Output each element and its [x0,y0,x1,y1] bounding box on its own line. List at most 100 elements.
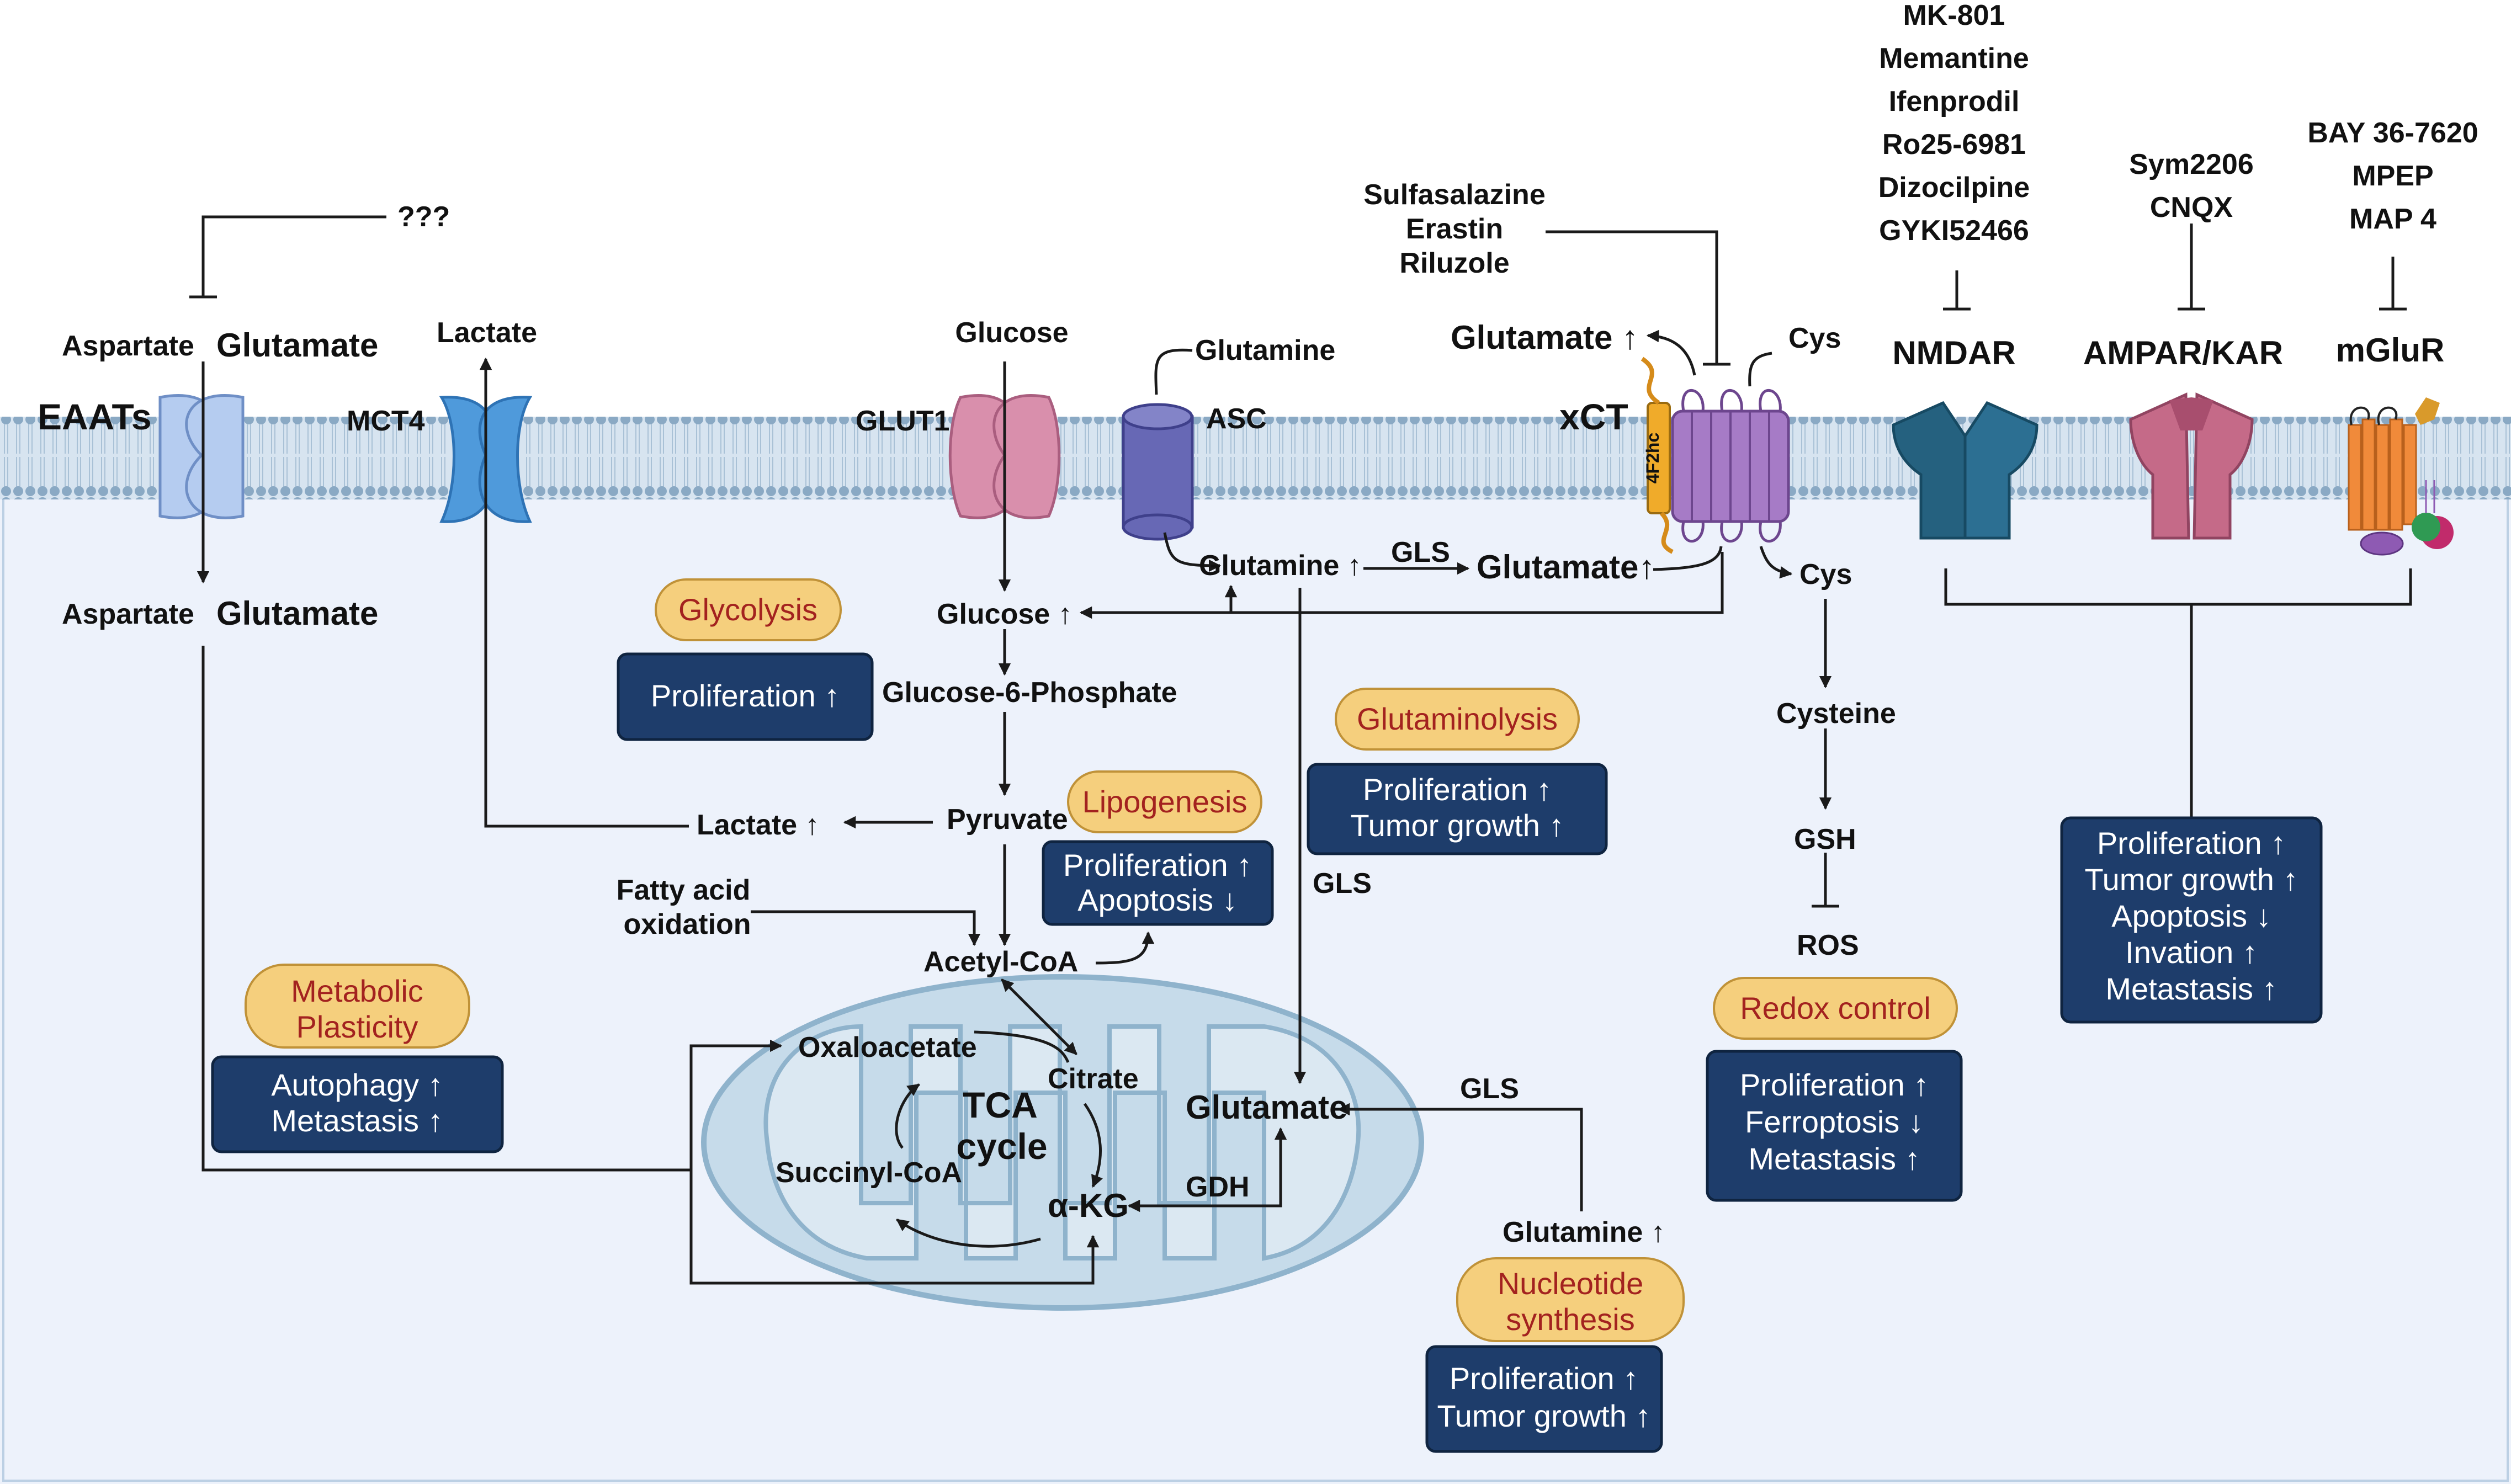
effects-redox-control: Proliferation ↑ Ferroptosis ↓ Metastasis… [1706,1050,1963,1202]
mito-glutamate: Glutamate [1186,1089,1347,1126]
ext-glutamate-up: Glutamate ↑ [1451,319,1638,356]
ext-glucose: Glucose [955,317,1068,349]
int-glutamine-up: Glutamine ↑ [1199,550,1362,582]
fatty-acid-line1: Fatty acid [617,874,751,906]
int-glutamate-up: Glutamate↑ [1477,549,1655,586]
ampar-kar-receptor [2129,392,2254,540]
mglur-inhibitor: MPEP [2352,160,2433,192]
mitochondrion [701,974,1424,1311]
nucleotide-label-line1: Nucleotide [1498,1266,1644,1301]
nmdar-inhibitor: Dizocilpine [1878,172,2030,204]
process-metabolic-plasticity: Metabolic Plasticity [245,964,470,1049]
int-g6p: Glucose-6-Phosphate [882,677,1177,709]
effect-line: Proliferation ↑ [651,678,840,713]
effect-line: Proliferation ↑ [1363,772,1552,807]
tca-oxaloacetate: Oxaloacetate [798,1031,977,1063]
nmdar-receptor [1892,401,2038,540]
effect-line: Proliferation ↑ [1740,1067,1929,1102]
gls-label-top: GLS [1391,536,1450,568]
effects-glycolysis: Proliferation ↑ [617,652,874,741]
int-glutamine-low: Glutamine ↑ [1503,1216,1665,1248]
lipogenesis-label: Lipogenesis [1082,784,1247,819]
effect-line: Tumor growth ↑ [1351,808,1564,843]
nmdar-inhibitor: Ifenprodil [1889,86,2020,118]
effect-line: Metastasis ↑ [1748,1141,1920,1176]
nmdar-label: NMDAR [1892,334,2015,371]
effects-lipogenesis: Proliferation ↑ Apoptosis ↓ [1042,840,1274,926]
process-nucleotide-synthesis: Nucleotide synthesis [1456,1257,1685,1342]
mglur-label: mGluR [2336,332,2445,369]
effects-metabolic-plasticity: Autophagy ↑ Metastasis ↑ [211,1055,504,1153]
effect-line: Metastasis ↑ [271,1103,443,1138]
process-glycolysis: Glycolysis [655,578,842,641]
effect-line: Apoptosis ↓ [1077,882,1238,917]
glutaminolysis-label: Glutaminolysis [1357,701,1558,736]
effect-line: Ferroptosis ↓ [1745,1104,1924,1139]
effect-line: Tumor growth ↑ [2085,862,2298,897]
gls-label-mid: GLS [1313,868,1372,900]
glycolysis-label: Glycolysis [678,592,817,627]
int-acetyl-coa: Acetyl-CoA [923,946,1078,978]
nmdar-inhibitor: GYKI52466 [1879,215,2029,247]
metabolic-label-line1: Metabolic [291,974,423,1008]
effects-glutaminolysis: Proliferation ↑ Tumor growth ↑ [1307,763,1608,855]
fatty-acid-line2: oxidation [623,908,751,940]
effect-line: Proliferation ↑ [2097,826,2286,860]
ext-aspartate: Aspartate [62,330,194,362]
ampar-inhibitor: Sym2206 [2129,148,2254,180]
effect-line: Apoptosis ↓ [2111,898,2271,933]
effect-line: Proliferation ↑ [1063,848,1252,882]
nucleotide-label-line2: synthesis [1506,1302,1634,1337]
ext-cys: Cys [1788,322,1841,354]
int-glucose-up: Glucose ↑ [937,598,1073,630]
unknown-inhibitor: ??? [397,201,450,233]
asc-label: ASC [1206,403,1267,435]
tca-citrate: Citrate [1048,1063,1139,1095]
int-ros: ROS [1797,929,1859,961]
xct-label: xCT [1559,396,1628,437]
effect-line: Proliferation ↑ [1450,1361,1638,1396]
xct-inhibitor: Riluzole [1399,247,1509,279]
int-glutamate: Glutamate [216,595,378,632]
int-cys: Cys [1799,559,1852,591]
xct-inhibitor: Sulfasalazine [1363,179,1545,211]
ext-glutamate: Glutamate [216,327,378,364]
ampar-label: AMPAR/KAR [2083,334,2283,371]
effect-line: Invation ↑ [2125,935,2258,970]
int-aspartate: Aspartate [62,598,194,630]
ext-glutamine: Glutamine [1195,334,1335,366]
int-gsh: GSH [1794,823,1856,855]
eaats-transporter [158,394,245,519]
metabolic-label-line2: Plasticity [296,1009,418,1044]
gls-label-low: GLS [1460,1073,1519,1105]
effect-line: Tumor growth ↑ [1437,1398,1651,1433]
process-glutaminolysis: Glutaminolysis [1335,688,1580,751]
gdh-label: GDH [1186,1171,1250,1203]
int-lactate-up: Lactate ↑ [697,809,820,841]
mglur-inhibitor: BAY 36-7620 [2307,117,2478,149]
nmdar-inhibitor: Ro25-6981 [1882,129,2026,161]
process-redox-control: Redox control [1713,977,1958,1040]
nmdar-inhibitor: MK-801 [1903,0,2005,31]
redox-label: Redox control [1740,991,1931,1025]
xct-4f2hc-label: 4F2hc [1643,433,1663,483]
int-pyruvate: Pyruvate [947,804,1068,836]
nmdar-inhibitor: Memantine [1879,42,2029,75]
xct-transporter [1641,357,1790,554]
tca-akg: α-KG [1048,1187,1129,1224]
process-lipogenesis: Lipogenesis [1067,770,1262,833]
glut1-label: GLUT1 [856,405,949,437]
tca-succinyl-coa: Succinyl-CoA [776,1157,962,1189]
tca-cycle-line1: TCA [963,1084,1038,1125]
ext-lactate: Lactate [437,317,537,349]
effects-receptors: Proliferation ↑ Tumor growth ↑ Apoptosis… [2060,816,2323,1024]
mct4-label: MCT4 [347,405,425,437]
pathway-arrows [189,215,2412,1285]
effects-nucleotide-synthesis: Proliferation ↑ Tumor growth ↑ [1425,1345,1663,1453]
xct-inhibitor: Erastin [1406,213,1503,245]
mglur-inhibitor: MAP 4 [2349,203,2436,235]
mglur-receptor [2348,397,2454,556]
asc-transporter [1122,403,1194,541]
ampar-inhibitor: CNQX [2150,192,2233,224]
